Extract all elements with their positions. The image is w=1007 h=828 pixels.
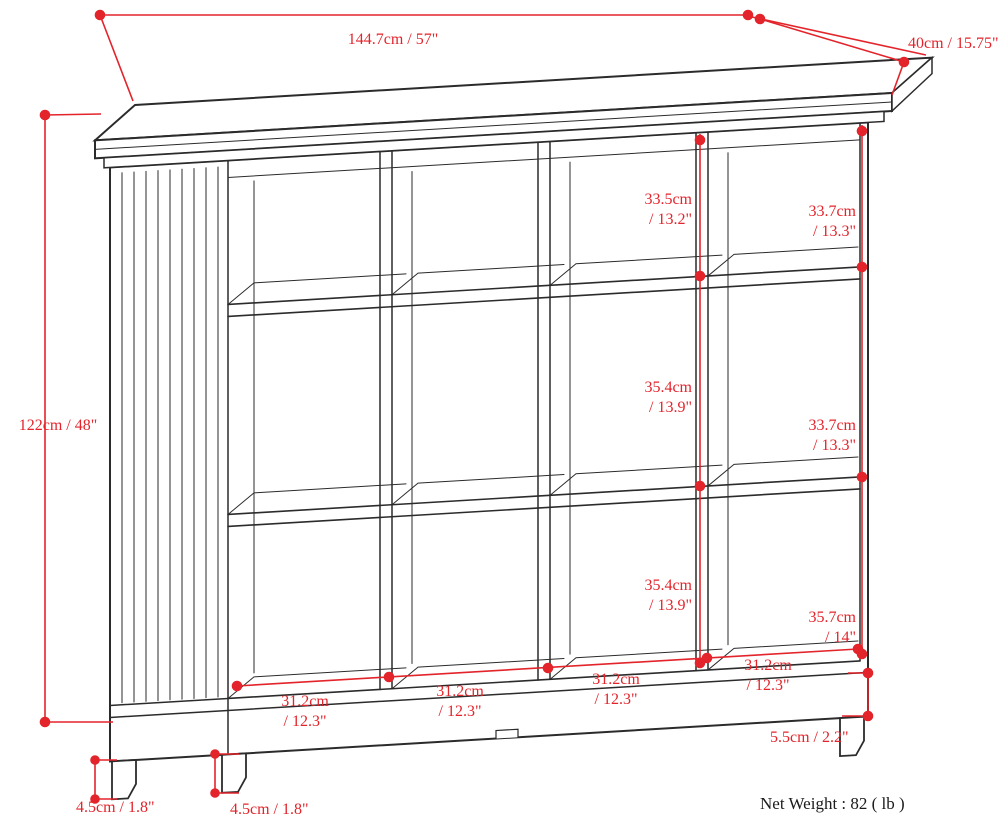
dim-line-cube-widths [231, 643, 864, 692]
dim-overall-width-label: 144.7cm / 57" [347, 31, 439, 48]
cubby-floor-lines [227, 246, 859, 699]
dim-right-cube-height-top-label: 33.7cm / 13.3" [808, 203, 856, 240]
dim-cube-height-top-label: 33.5cm / 13.2" [644, 191, 692, 228]
dim-base-height-label: 5.5cm / 2.2" [770, 729, 849, 746]
dim-cube-width-1-label: 31.2cm / 12.3" [281, 693, 329, 730]
base-rail [109, 660, 869, 740]
dim-line-base-height [842, 667, 874, 722]
dim-line-cube-heights-middle [694, 134, 706, 669]
cubby-dividers [379, 131, 709, 691]
dim-line-overall-depth [754, 13, 910, 96]
legs [111, 715, 865, 801]
bookcase-outline [92, 55, 935, 801]
top-board [92, 55, 935, 169]
dim-line-cube-heights-right [856, 125, 868, 660]
dim-overall-depth-label: 40cm / 15.75" [908, 35, 999, 52]
dim-line-leg-left [90, 755, 117, 804]
dim-cube-height-middle-label: 35.4cm / 13.9" [644, 379, 692, 416]
net-weight-label: Net Weight : 82 ( lb ) [760, 794, 905, 813]
dim-leg-left-label: 4.5cm / 1.8" [76, 799, 155, 816]
dim-overall-height-label: 122cm / 48" [18, 417, 98, 434]
dim-cube-width-4-label: 31.2cm / 12.3" [744, 657, 792, 694]
dim-line-leg-inner [210, 749, 239, 798]
shelves [227, 266, 861, 528]
dim-cube-width-2-label: 31.2cm / 12.3" [436, 683, 484, 720]
left-side-slat-panel [109, 159, 229, 756]
dim-line-overall-width [94, 9, 927, 102]
dim-cube-height-bottom-label: 35.4cm / 13.9" [644, 577, 692, 614]
dim-right-cube-height-bottom-label: 35.7cm / 14" [808, 609, 856, 646]
dim-leg-inner-label: 4.5cm / 1.8" [230, 801, 309, 818]
dim-right-cube-height-middle-label: 33.7cm / 13.3" [808, 417, 856, 454]
dim-cube-width-3-label: 31.2cm / 12.3" [592, 671, 640, 708]
red-dimension-lines [39, 9, 927, 804]
dim-line-overall-height [39, 109, 113, 728]
